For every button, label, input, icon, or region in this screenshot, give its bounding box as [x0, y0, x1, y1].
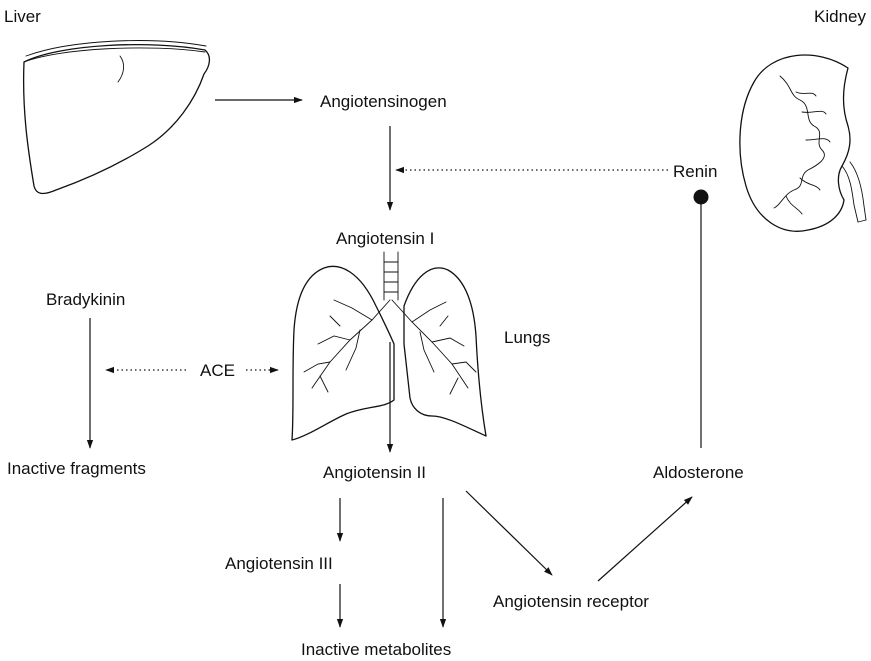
label-angiotensin-ii: Angiotensin II [323, 463, 426, 482]
arrow-receptor-to-aldosterone [598, 497, 692, 581]
arrow-ii-to-receptor [466, 491, 552, 575]
label-angiotensin-iii: Angiotensin III [225, 554, 333, 573]
label-angiotensinogen: Angiotensinogen [320, 92, 447, 111]
label-inactive-fragments: Inactive fragments [7, 459, 146, 478]
label-inactive-metabolites: Inactive metabolites [301, 640, 451, 659]
label-renin: Renin [673, 162, 717, 181]
labels: Liver Kidney Angiotensinogen Renin Angio… [4, 7, 866, 659]
label-aldosterone: Aldosterone [653, 463, 744, 482]
kidney-illustration [740, 55, 866, 231]
label-ace: ACE [200, 361, 235, 380]
lungs-illustration [292, 252, 486, 440]
label-lungs: Lungs [504, 328, 550, 347]
label-angiotensin-receptor: Angiotensin receptor [493, 592, 649, 611]
liver-illustration [24, 41, 210, 194]
label-bradykinin: Bradykinin [46, 290, 125, 309]
label-liver: Liver [4, 7, 41, 26]
label-kidney: Kidney [814, 7, 866, 26]
renin-inhibition-dot [694, 190, 709, 205]
label-angiotensin-i: Angiotensin I [336, 229, 434, 248]
connectors [90, 100, 709, 627]
